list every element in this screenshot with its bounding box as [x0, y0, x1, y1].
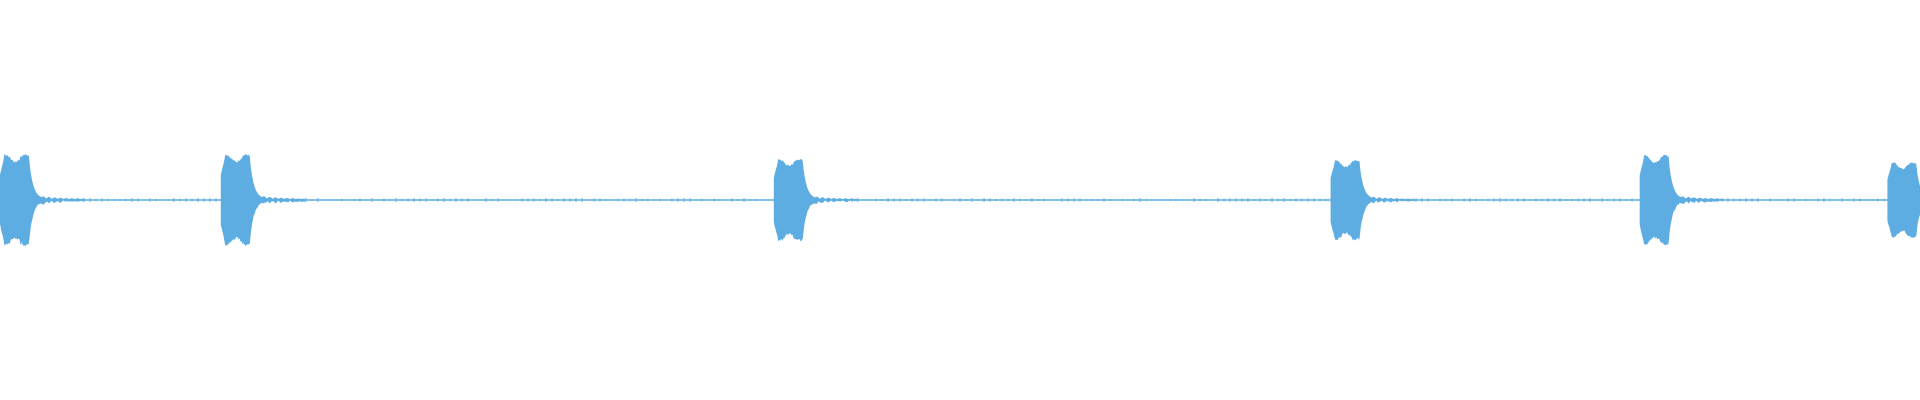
waveform-burst-4	[1330, 160, 1415, 241]
waveform-burst-6	[1887, 162, 1920, 239]
waveform-burst-2	[220, 154, 305, 246]
waveform-burst-5	[1639, 154, 1724, 246]
waveform-noise-floor	[0, 197, 1915, 203]
